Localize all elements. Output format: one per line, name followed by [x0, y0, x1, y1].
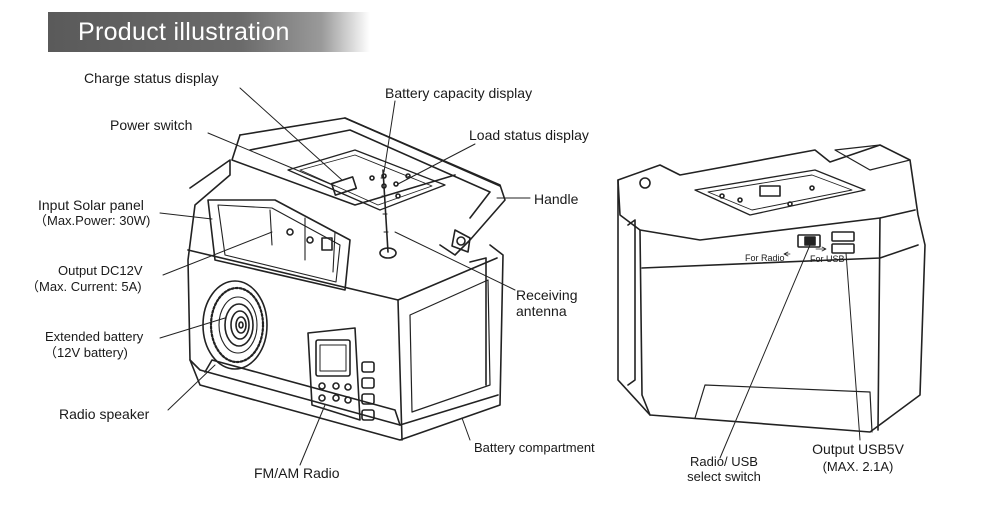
power-switch-label: Power switch — [110, 117, 193, 133]
solar-input-label: Input Solar panel — [38, 197, 144, 213]
solar-input-spec: （Max.Power: 30W) — [34, 213, 151, 228]
left-unit-drawing — [187, 117, 506, 441]
extended-battery-label: Extended battery — [45, 329, 144, 344]
leader-lines — [159, 87, 861, 466]
dc-output-spec: （Max. Current: 5A) — [26, 279, 142, 294]
dc-output-label: Output DC12V — [58, 263, 143, 278]
battery-compartment-label: Battery compartment — [474, 440, 595, 455]
antenna-label-line1: Receiving — [516, 287, 578, 303]
fm-am-radio-label: FM/AM Radio — [254, 465, 340, 481]
load-status-label: Load status display — [469, 127, 589, 143]
usb-output-label: Output USB5V — [812, 441, 904, 457]
charge-status-label: Charge status display — [84, 70, 219, 86]
page-title: Product illustration — [78, 18, 290, 46]
select-switch-label-line2: select switch — [687, 469, 761, 484]
antenna-label-line2: antenna — [516, 303, 567, 319]
radio-speaker-label: Radio speaker — [59, 406, 150, 422]
handle-label: Handle — [534, 191, 579, 207]
for-usb-label: For USB — [810, 254, 845, 264]
battery-capacity-label: Battery capacity display — [385, 85, 533, 101]
right-unit-drawing — [617, 144, 926, 433]
extended-battery-spec: （12V battery) — [44, 345, 128, 360]
usb-output-spec: (MAX. 2.1A) — [822, 459, 894, 474]
title-banner: Product illustration — [48, 12, 370, 52]
select-switch-label: Radio/ USB — [690, 454, 758, 469]
for-radio-label: For Radio — [745, 253, 785, 263]
